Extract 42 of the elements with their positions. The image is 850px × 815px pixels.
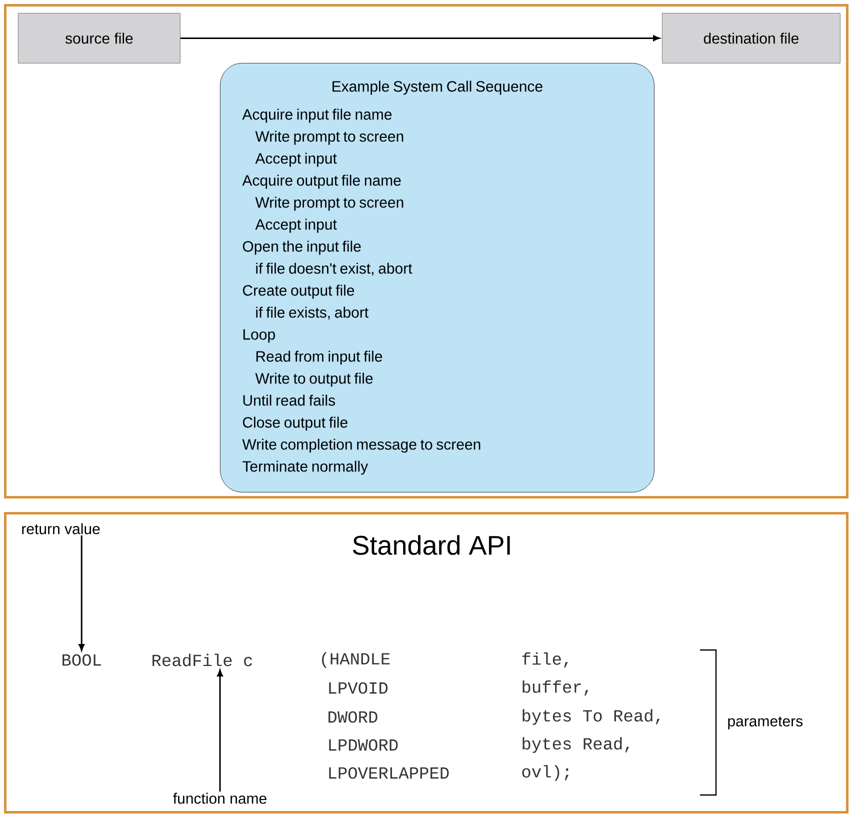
step-text: if file doesn't exist, abort	[256, 262, 412, 276]
code-text: LPOVERLAPPED	[329, 767, 449, 779]
code-text: (HANDLE	[322, 652, 390, 668]
step-text: Open the input file	[242, 240, 361, 255]
code-text: LPVOID	[329, 682, 388, 694]
code-text: bytes Read,	[522, 737, 629, 753]
box-heading: Example System Call Sequence	[332, 80, 542, 95]
step-text: Read from input file	[256, 350, 382, 365]
code-text: buffer,	[522, 680, 588, 696]
step-text: if file exists, abort	[256, 306, 368, 320]
code-text: LPDWORD	[329, 739, 398, 751]
title: Standard API	[352, 535, 510, 555]
step-text: Create output file	[242, 284, 354, 299]
panel-frame	[4, 4, 848, 498]
step-text: Accept input	[255, 152, 337, 167]
step-text: Close output file	[242, 416, 348, 431]
arrow	[180, 35, 660, 42]
code-text: ReadFile c	[152, 654, 252, 666]
step-text: Write completion message to screen	[242, 438, 480, 453]
code-text: BOOL	[62, 654, 101, 666]
sequence-box	[220, 63, 654, 492]
arrow	[217, 670, 223, 792]
arrow	[78, 535, 85, 651]
panel-frame	[4, 512, 848, 814]
annotation-text: return value	[22, 523, 100, 534]
file-box: destination file	[662, 13, 840, 64]
file-box: source file	[18, 13, 180, 64]
code-text: ovl);	[522, 765, 569, 781]
step-text: Until read fails	[243, 394, 335, 406]
step-text: Accept input	[255, 218, 337, 233]
annotation-text: function name	[173, 792, 266, 804]
code-text: file,	[522, 652, 568, 668]
annotation-text: parameters	[728, 716, 803, 730]
code-text: DWORD	[328, 711, 378, 723]
step-text: Terminate normally	[242, 460, 368, 475]
code-text: bytes To Read,	[522, 709, 660, 725]
step-text: Write prompt to screen	[255, 130, 404, 145]
step-text: Write to output file	[255, 372, 373, 387]
step-text: Write prompt to screen	[255, 196, 404, 211]
step-text: Acquire output file name	[242, 174, 401, 189]
step-text: Acquire input file name	[242, 108, 392, 123]
step-text: Loop	[243, 329, 275, 343]
